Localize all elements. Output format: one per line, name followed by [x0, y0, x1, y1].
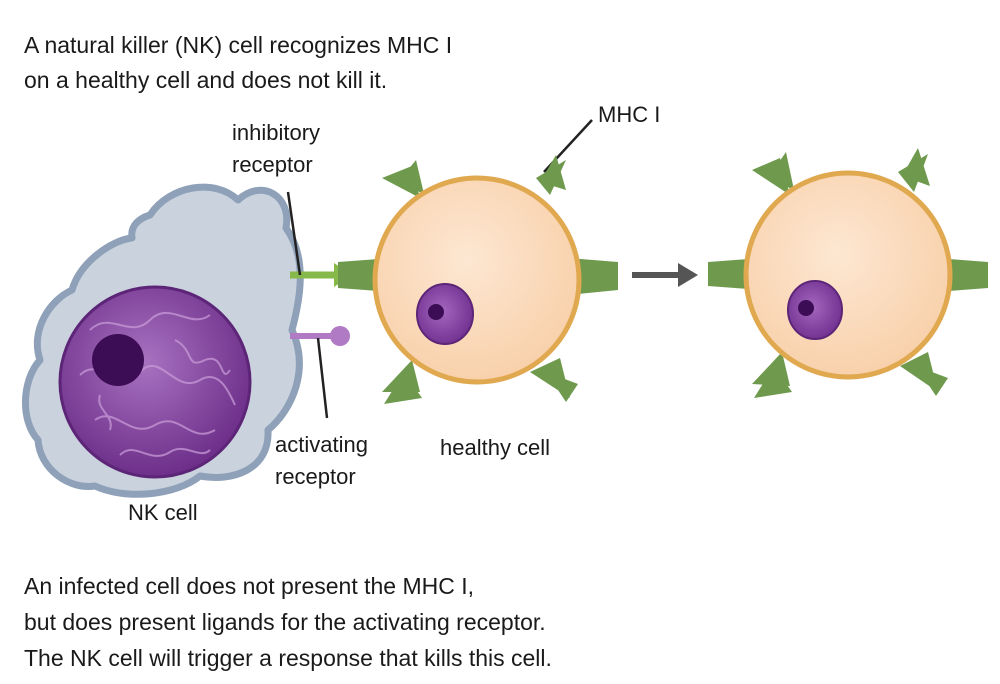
nk-cell-nucleolus: [92, 334, 144, 386]
nk-cell: [22, 183, 304, 498]
activating-receptor: [290, 326, 350, 346]
inhibitory-receptor-label-line1: inhibitory: [232, 120, 320, 145]
healthy-cell: [338, 155, 618, 404]
healthy-cell-nucleus: [416, 283, 474, 345]
healthy-cell-label: healthy cell: [440, 435, 550, 460]
nk-cell-label: NK cell: [128, 500, 198, 525]
top-caption-line: A natural killer (NK) cell recognizes MH…: [24, 32, 453, 58]
inhibitory-label-line: [286, 191, 302, 276]
activating-receptor-label-line1: activating: [275, 432, 368, 457]
top-caption: A natural killer (NK) cell recognizes MH…: [24, 28, 452, 98]
activating-receptor-label-line2: receptor: [275, 464, 356, 489]
surviving-cell-nucleus: [787, 280, 843, 340]
bottom-caption: An infected cell does not present the MH…: [24, 568, 552, 676]
surviving-healthy-cell: [708, 148, 988, 398]
bottom-caption-line: An infected cell does not present the MH…: [24, 573, 475, 599]
bottom-caption-line: The NK cell will trigger a response that…: [24, 645, 552, 671]
healthy-cell-nucleolus: [428, 304, 444, 320]
surviving-cell-body: [743, 170, 953, 380]
process-arrow: [632, 263, 698, 287]
activating-label-line: [316, 337, 329, 419]
nk-cell-nucleus: [58, 285, 252, 479]
healthy-cell-body: [372, 175, 582, 385]
mhc-label: MHC I: [598, 102, 660, 127]
inhibitory-receptor-label-line2: receptor: [232, 152, 313, 177]
surviving-cell-nucleolus: [798, 300, 814, 316]
top-caption-line: on a healthy cell and does not kill it.: [24, 67, 388, 93]
bottom-caption-line: but does present ligands for the activat…: [24, 609, 546, 635]
